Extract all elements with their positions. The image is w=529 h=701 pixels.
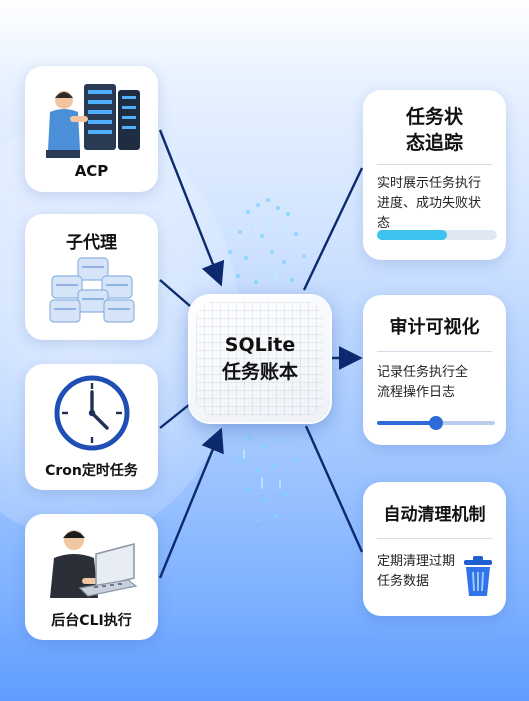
source-card-cron: Cron定时任务 [25,364,158,490]
feature-desc-audit: 记录任务执行全 流程操作日志 [377,363,492,403]
slider-fill [377,421,436,425]
center-title-line2: 任务账本 [221,361,298,383]
laptop-operator-icon [25,522,158,604]
source-label-cron: Cron定时任务 [45,463,138,479]
feature-desc-line1: 实时展示任务执行 [377,176,482,191]
server-stack-icon [25,254,158,332]
source-label-acp: ACP [74,162,109,180]
divider [377,351,492,352]
source-card-subagent: 子代理 [25,214,158,340]
feature-title-line1: 任务状 [405,106,463,128]
feature-title-cleanup: 自动清理机制 [383,505,486,525]
feature-card-status-tracking: 任务状 态追踪 实时展示任务执行 进度、成功失败状态 [363,90,506,260]
center-title: SQLite 任务账本 [190,332,330,386]
slider-handle[interactable] [429,416,443,430]
feature-desc-line1: 定期清理过期 [377,554,456,569]
source-card-cli: 后台CLI执行 [25,514,158,640]
divider [377,164,492,165]
feature-connectors [302,167,364,553]
feature-desc-line2: 流程操作日志 [377,385,456,400]
progress-fill [377,230,447,240]
source-label-subagent: 子代理 [66,233,117,253]
feature-card-cleanup: 自动清理机制 定期清理过期 任务数据 [363,482,506,616]
feature-title-line2: 态追踪 [405,132,463,154]
source-label-cli: 后台CLI执行 [51,613,132,629]
feature-desc-cleanup: 定期清理过期 任务数据 [377,552,458,592]
feature-desc-line1: 记录任务执行全 [377,365,469,380]
trash-icon [462,556,494,602]
feature-card-audit: 审计可视化 记录任务执行全 流程操作日志 [363,295,506,445]
data-stream-decoration [228,198,306,522]
progress-bar [377,230,497,240]
feature-desc-line2: 进度、成功失败状态 [377,196,482,231]
feature-desc-line2: 任务数据 [377,574,430,589]
center-title-line1: SQLite [224,334,296,356]
clock-icon [25,374,158,452]
source-card-acp: ACP [25,66,158,192]
feature-title-status-tracking: 任务状 态追踪 [363,104,506,156]
feature-title-audit: 审计可视化 [389,317,480,338]
source-arrows [158,129,225,579]
feature-desc-status-tracking: 实时展示任务执行 进度、成功失败状态 [377,174,492,234]
center-grid-texture [196,302,324,416]
sqlite-ledger-node: SQLite 任务账本 [190,296,330,422]
divider [377,538,492,539]
audit-slider[interactable] [377,416,495,430]
server-technician-icon [25,78,158,160]
